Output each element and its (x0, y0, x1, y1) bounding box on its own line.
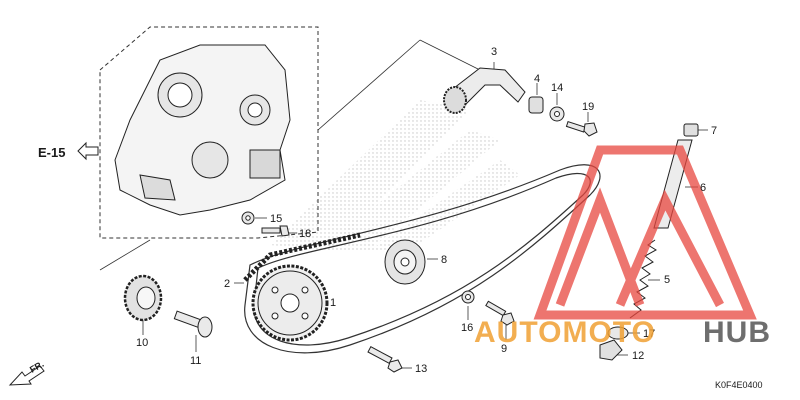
bolt-11 (173, 310, 213, 338)
chain-guide-bracket (443, 67, 526, 114)
part-number-11: 11 (190, 355, 201, 367)
wing-watermark (270, 100, 520, 250)
direction-label: FR. (28, 359, 46, 375)
part-number-6: 6 (700, 182, 706, 194)
part-number-4: 4 (534, 73, 540, 85)
plug-12 (599, 339, 623, 361)
sealing-washer-17 (607, 326, 629, 340)
brand-text-primary: AUTOMOTO (474, 316, 656, 349)
diagram-code: K0F4E0400 (715, 380, 763, 390)
collar-4 (528, 96, 544, 114)
timing-gear (123, 274, 163, 322)
part-number-13: 13 (415, 363, 427, 375)
bolt-19 (565, 120, 598, 137)
reference-label: E-15 (38, 145, 65, 160)
part-number-2: 2 (224, 278, 230, 290)
part-number-16: 16 (461, 322, 473, 334)
brand-watermark: AUTOMOTO HUB (474, 316, 771, 349)
washer-14 (549, 106, 565, 122)
brand-text-secondary: HUB (703, 316, 771, 349)
logo-watermark (533, 145, 757, 320)
part-number-8: 8 (441, 254, 447, 266)
washer-16 (461, 290, 475, 304)
part-number-1: 1 (330, 297, 336, 309)
part-callouts: 1 2 3 4 5 6 7 8 9 10 11 12 13 14 15 16 1… (136, 46, 717, 375)
reference-arrow: E-15 (38, 141, 99, 161)
crankcase-outline-box (99, 26, 319, 239)
part-number-17: 17 (643, 328, 655, 340)
part-number-18: 18 (299, 228, 311, 240)
part-number-12: 12 (632, 350, 644, 362)
forward-arrow: FR. (8, 359, 46, 386)
tensioner-roller (384, 239, 426, 285)
part-number-5: 5 (664, 274, 670, 286)
part-number-15: 15 (270, 213, 282, 225)
cam-sprocket (251, 264, 329, 342)
bolt-9 (485, 300, 515, 326)
washer-15 (241, 211, 255, 225)
part-number-10: 10 (136, 337, 148, 349)
tensioner-cap (683, 123, 699, 137)
part-number-9: 9 (501, 343, 507, 355)
part-number-3: 3 (491, 46, 497, 58)
crankcase-illustration (114, 44, 291, 216)
chain-section (243, 232, 361, 282)
bolt-18 (261, 225, 290, 237)
part-number-14: 14 (551, 82, 563, 94)
part-number-7: 7 (711, 125, 717, 137)
part-number-19: 19 (582, 101, 594, 113)
bolt-13 (367, 346, 403, 373)
